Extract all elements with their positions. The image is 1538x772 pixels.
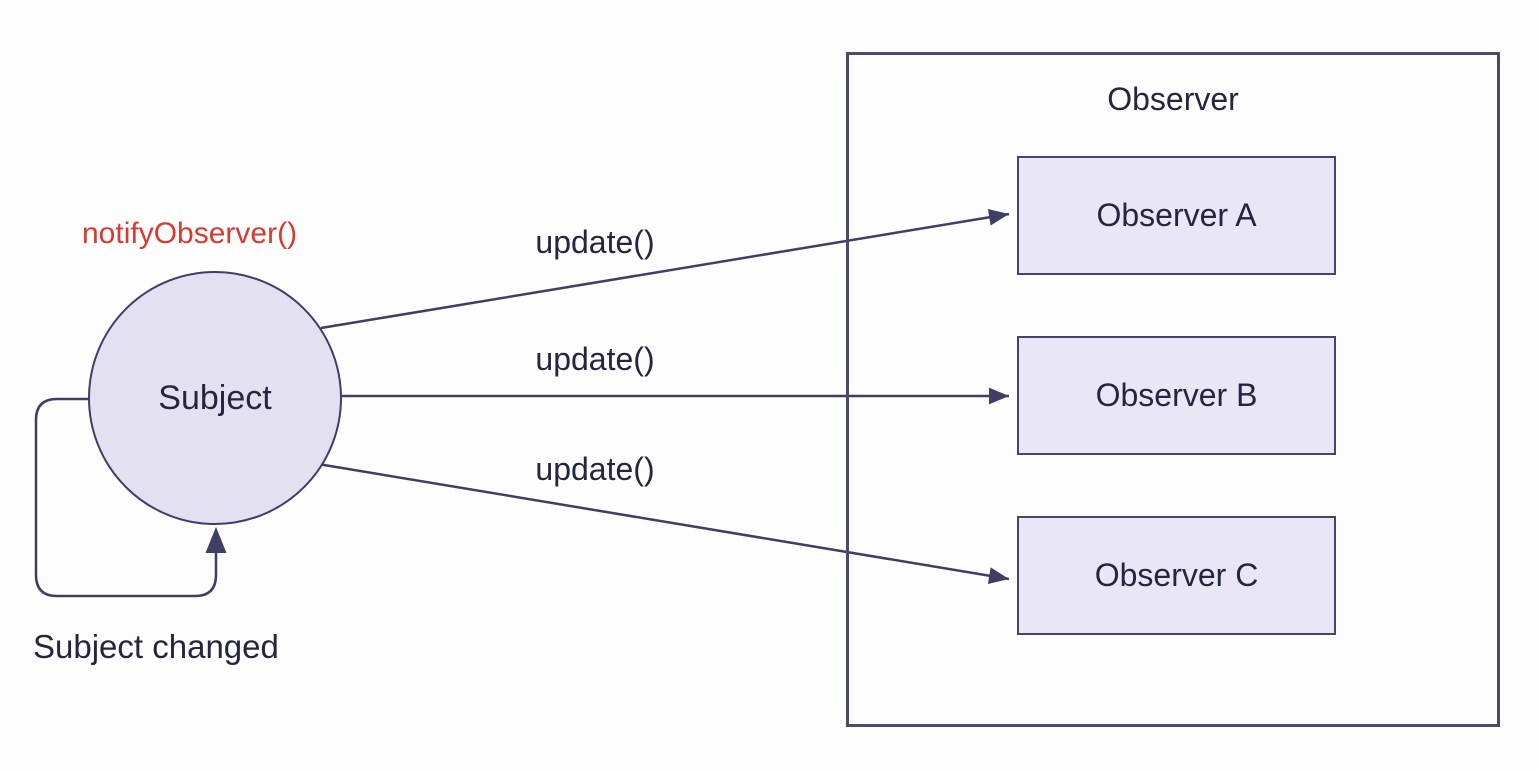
observer-b-node: Observer B [1017,336,1336,455]
subject-changed-label: Subject changed [33,628,279,665]
notify-observer-label: notifyObserver() [82,217,298,250]
observer-c-node: Observer C [1017,516,1336,635]
observer-a-node: Observer A [1017,156,1336,275]
subject-node-label: Subject [158,378,272,417]
edge-label-update-b: update() [535,341,655,377]
edge-label-update-a: update() [535,224,655,260]
observer-a-label: Observer A [1096,197,1257,233]
observer-c-label: Observer C [1094,557,1259,593]
observer-container: Observer Observer A Observer B Observer … [846,52,1500,727]
edge-label-update-c: update() [535,451,655,487]
self-loop-arrowhead-icon [205,527,227,553]
subject-node: Subject [88,271,342,525]
observer-b-label: Observer B [1095,377,1258,413]
observer-container-title: Observer [1107,81,1239,117]
